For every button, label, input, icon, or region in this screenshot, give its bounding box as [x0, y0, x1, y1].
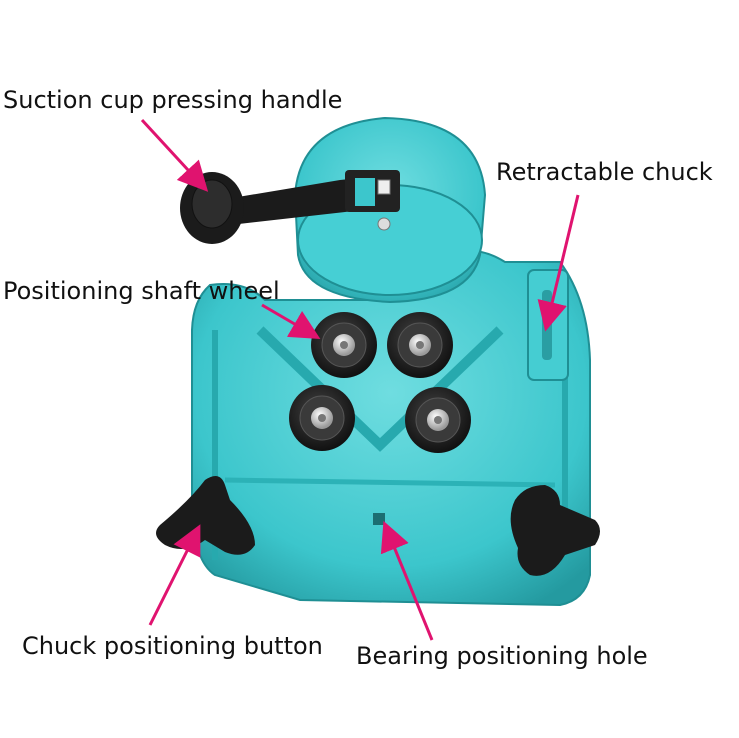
- label-suction-handle: Suction cup pressing handle: [3, 86, 343, 114]
- label-retractable-chuck: Retractable chuck: [496, 158, 713, 186]
- arrow-suction-handle: [140, 118, 209, 192]
- label-chuck-button: Chuck positioning button: [22, 632, 323, 660]
- arrow-chuck-button: [148, 524, 201, 626]
- handle-pin: [377, 217, 391, 231]
- arrow-bearing-hole: [380, 520, 434, 641]
- handle-knob-grip: [191, 179, 233, 229]
- positioning-wheel-top-right: [387, 312, 453, 378]
- handle-slot: [355, 178, 375, 206]
- positioning-wheel-bottom-right: [405, 387, 471, 453]
- v-brace: [256, 326, 504, 452]
- frame-cross: [224, 477, 556, 488]
- positioning-wheel-bottom-left: [289, 385, 355, 451]
- chuck-slot: [542, 290, 552, 360]
- arrow-positioning-wheel: [261, 303, 321, 340]
- chuck-knob-right: [510, 485, 600, 576]
- positioning-wheel-top-left: [311, 312, 377, 378]
- bearing-hole: [373, 513, 385, 525]
- arrow-retractable-chuck: [537, 194, 580, 332]
- label-positioning-wheel: Positioning shaft wheel: [3, 277, 280, 305]
- label-bearing-hole: Bearing positioning hole: [356, 642, 648, 670]
- handle-pin-top: [377, 179, 391, 195]
